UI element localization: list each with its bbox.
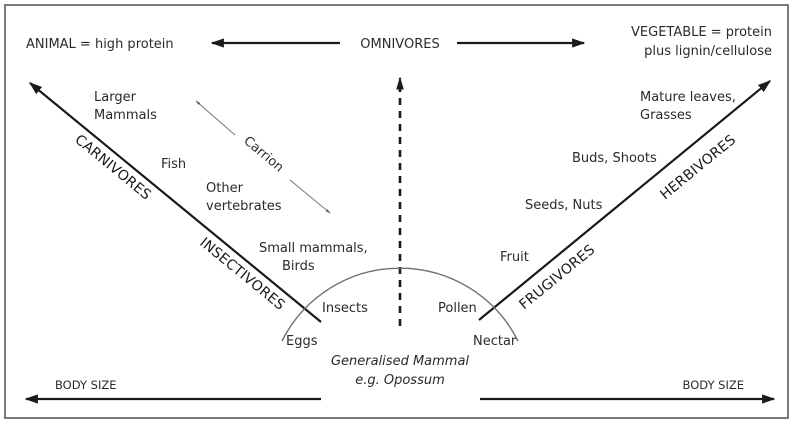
diagram-frame [4,4,789,419]
food-pollen: Pollen [438,301,477,316]
food-fish: Fish [161,157,186,172]
body-size-label-left: BODY SIZE [55,378,116,392]
food-fruit: Fruit [500,250,529,265]
food-seeds-nuts: Seeds, Nuts [525,198,603,213]
vegetable-label-line2: plus lignin/cellulose [644,44,772,59]
carrion-arrow-lower [289,179,331,214]
food-other-vertebrates-line1: Other [206,181,244,196]
carrion-arrow-upper [195,100,236,136]
food-larger-mammals-line2: Mammals [94,108,157,123]
food-other-vertebrates-line2: vertebrates [206,199,282,214]
food-insects: Insects [322,301,368,316]
generalised-mammal-line2: e.g. Opossum [355,373,445,388]
generalist-arc [281,267,519,342]
food-buds-shoots: Buds, Shoots [572,151,657,166]
animal-label: ANIMAL = high protein [26,37,174,52]
carnivore-axis-arrow [28,82,322,323]
body-size-label-right: BODY SIZE [683,378,744,392]
food-nectar: Nectar [473,334,517,349]
omnivores-label: OMNIVORES [360,37,439,52]
carrion-label: Carrion [240,134,286,176]
herbivores-label: HERBIVORES [657,132,739,203]
herbivore-axis-arrow [478,80,772,321]
carnivores-label: CARNIVORES [71,132,153,204]
food-larger-mammals-line1: Larger [94,90,137,105]
generalised-mammal-line1: Generalised Mammal [331,354,469,369]
food-small-mammals-line1: Small mammals, [259,241,368,256]
food-mature-leaves-line2: Grasses [640,108,692,123]
food-mature-leaves-line1: Mature leaves, [640,90,736,105]
food-small-mammals-line2: Birds [282,259,315,274]
vegetable-label-line1: VEGETABLE = protein [631,25,772,40]
food-eggs: Eggs [286,334,318,349]
